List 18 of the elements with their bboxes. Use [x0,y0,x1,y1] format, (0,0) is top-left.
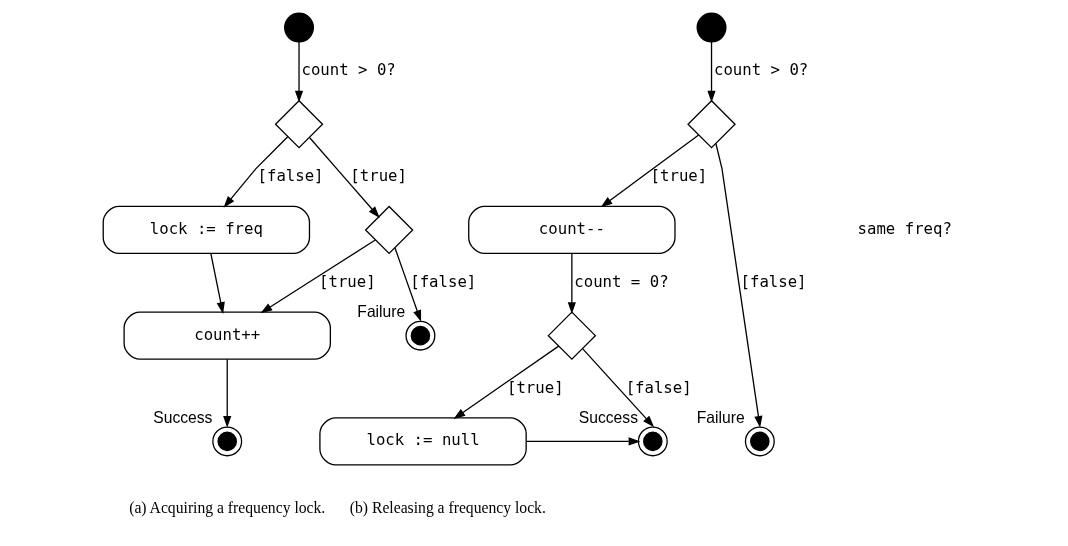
edge-label: [false] [740,271,807,291]
edge-label: [true] [650,166,708,186]
label: same freq? [857,218,952,238]
edge-label: [true] [507,377,564,397]
edge-label: [true] [319,271,376,291]
node-label: Failure [357,302,406,320]
node-label: Failure [696,408,745,426]
edge-label: [false] [625,377,692,397]
node-label: Success [153,408,213,426]
edge-label: [true] [350,166,407,186]
label: (a) Acquiring a frequency lock. [129,499,326,517]
label: (b) Releasing a frequency lock. [349,499,546,517]
node-label: Success [578,408,638,426]
edge-label: count > 0? [301,60,396,80]
edge-label: [false] [410,271,477,291]
edge-label: count > 0? [714,60,809,80]
edge-label: [false] [257,166,324,186]
edge-label: count = 0? [574,271,669,291]
